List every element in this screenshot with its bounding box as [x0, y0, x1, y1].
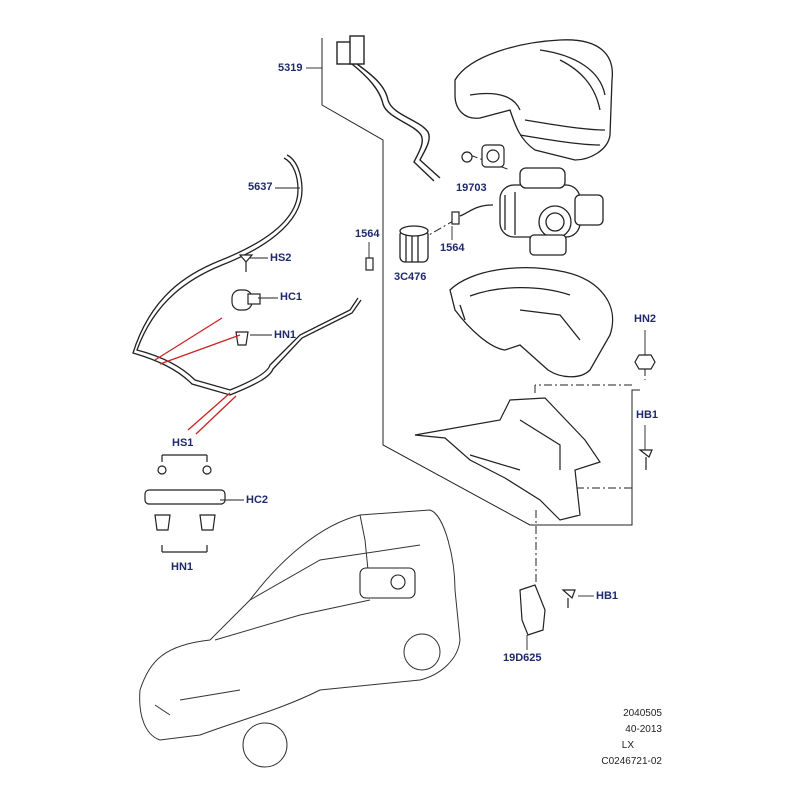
- callout-hc2: HC2: [246, 494, 269, 506]
- callout-hs2: HS2: [270, 252, 292, 264]
- fastener-parts-lower: [144, 454, 226, 553]
- callout-5637: 5637: [248, 181, 273, 193]
- right-side-fasteners: [634, 354, 656, 470]
- callout-hn1-top: HN1: [274, 329, 297, 341]
- fastener-parts-upper: [231, 254, 261, 346]
- callout-hb1-right: HB1: [636, 409, 659, 421]
- compressor-tray: [449, 267, 614, 378]
- pipe-5637: [132, 154, 362, 396]
- mounting-bracket: [414, 397, 601, 521]
- callout-3c476: 3C476: [394, 271, 427, 283]
- reference-line-3: LX: [621, 740, 634, 751]
- compressor-in-vehicle: [359, 567, 416, 599]
- callout-hb1-bottom: HB1: [596, 590, 619, 602]
- reference-line-2: 40-2013: [625, 724, 662, 735]
- compressor-unit: [459, 167, 604, 256]
- connectors-1564: [365, 211, 460, 271]
- callout-1564-right: 1564: [440, 242, 465, 254]
- clips-19703: [461, 144, 505, 168]
- callout-5319: 5319: [278, 62, 303, 74]
- reference-line-1: 2040505: [623, 708, 662, 719]
- callout-hc1: HC1: [280, 291, 303, 303]
- callout-1564-left: 1564: [355, 228, 380, 240]
- callout-19703: 19703: [456, 182, 487, 194]
- bracket-19d625: [519, 584, 576, 636]
- intake-cover: [454, 39, 614, 161]
- hose-5319: [336, 35, 441, 182]
- assembly-group-outline: [321, 38, 640, 526]
- callout-19d625: 19D625: [503, 652, 542, 664]
- callout-hs1: HS1: [172, 437, 194, 449]
- filter-3c476: [399, 225, 429, 263]
- location-highlight-lines: [154, 317, 241, 435]
- reference-line-4: C0246721-02: [601, 756, 662, 767]
- vehicle-outline: [139, 509, 461, 768]
- callout-hn1-bottom: HN1: [171, 561, 194, 573]
- callout-hn2: HN2: [634, 313, 657, 325]
